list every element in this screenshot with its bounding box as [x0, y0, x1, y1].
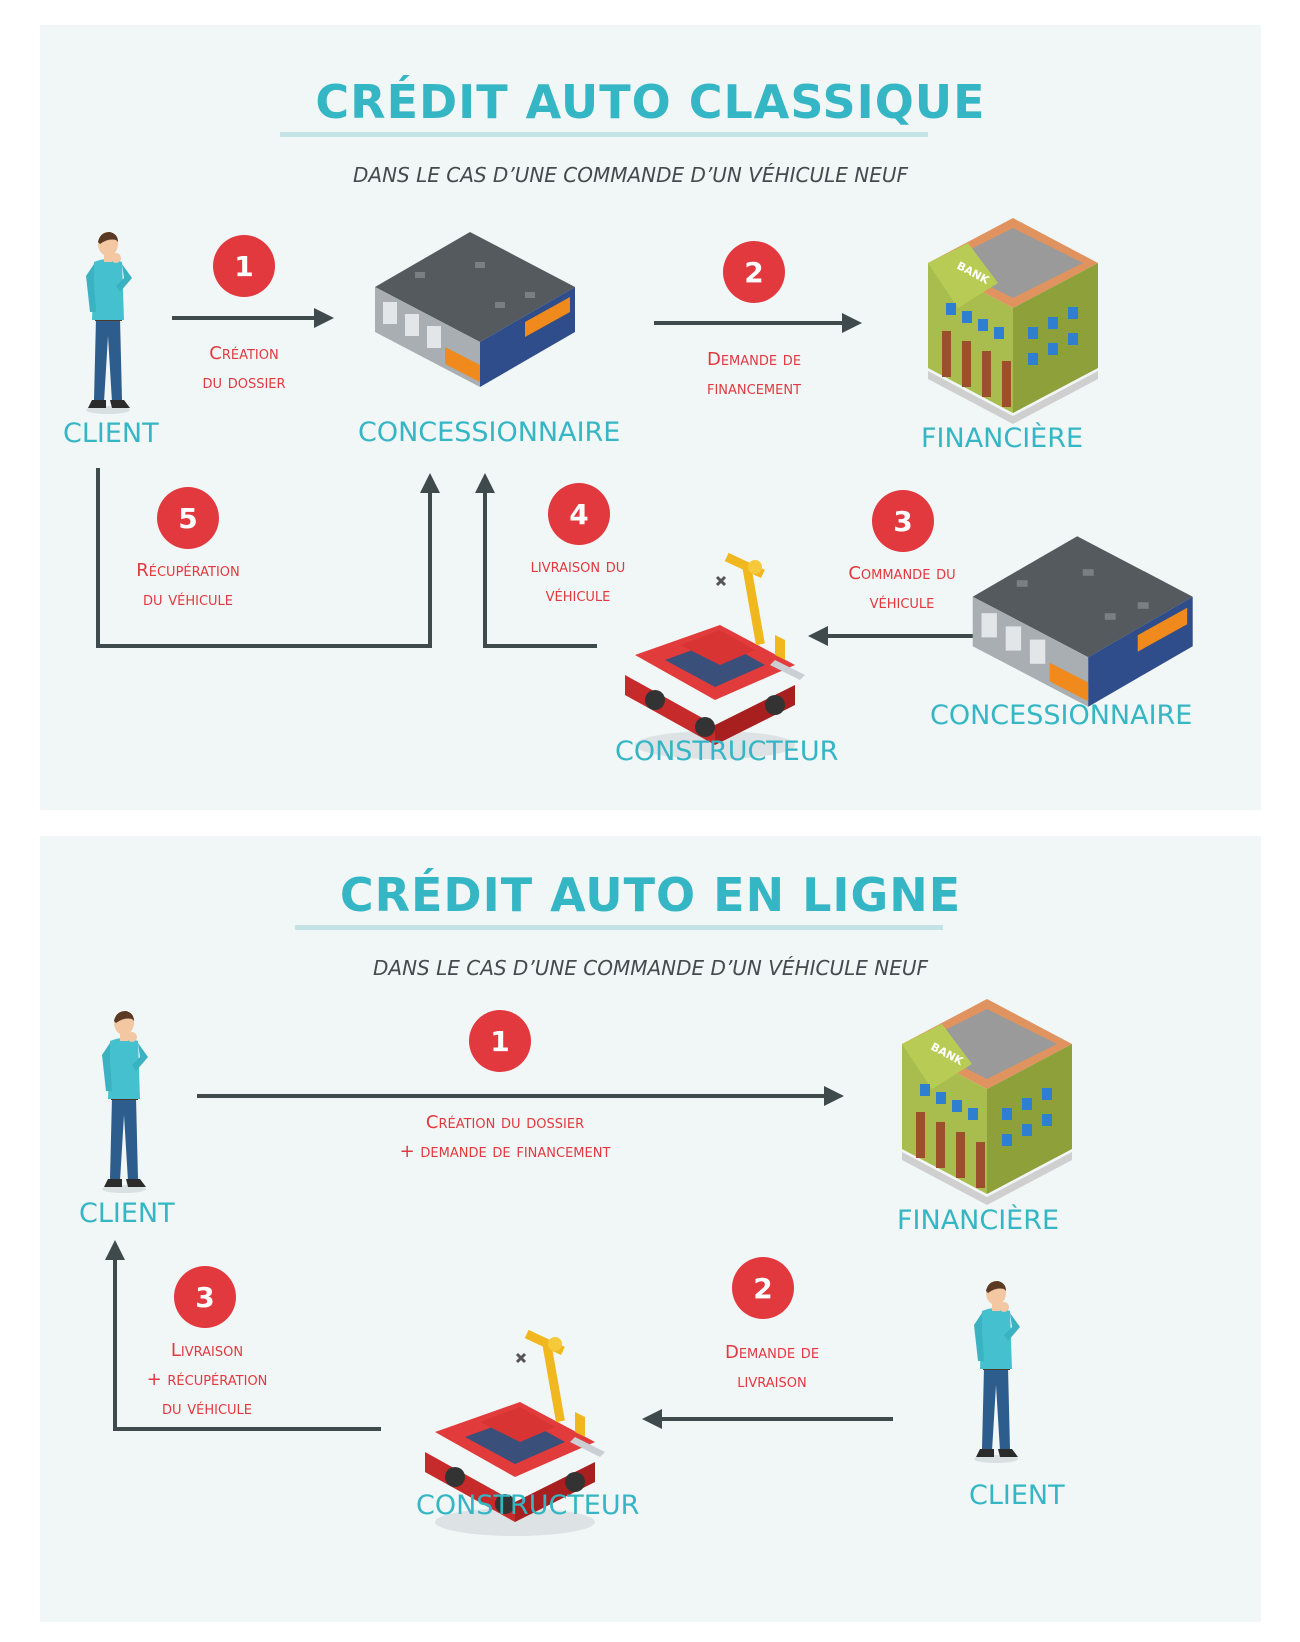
- step-badge-1: 1: [213, 235, 275, 297]
- bank-building: [928, 218, 1098, 424]
- actor-concessionnaire-2: CONCESSIONNAIRE: [930, 700, 1193, 731]
- actor-client: CLIENT: [63, 418, 159, 449]
- step-badge-1: 1: [469, 1010, 531, 1072]
- client-figure: [102, 1011, 148, 1193]
- actor-client: CLIENT: [79, 1198, 175, 1229]
- section-title: CRÉDIT AUTO EN LIGNE: [339, 868, 962, 922]
- step-label-3: Commande du véhicule: [848, 563, 956, 613]
- step-label-5: Récupération du véhicule: [136, 560, 240, 610]
- step-badge-4: 4: [548, 483, 610, 545]
- bank-building: [902, 999, 1072, 1205]
- title-divider: [295, 925, 943, 930]
- step-badge-2: 2: [723, 241, 785, 303]
- actor-financiere: FINANCIÈRE: [921, 423, 1084, 454]
- actor-client-2: CLIENT: [969, 1480, 1065, 1511]
- step-label-2: Demande de financement: [706, 349, 802, 399]
- section-subtitle: DANS LE CAS D’UNE COMMANDE D’UN VÉHICULE…: [353, 163, 908, 187]
- step-badge-2: 2: [732, 1257, 794, 1319]
- step-label-1: Création du dossier + demande de finance…: [399, 1112, 611, 1162]
- section-title: CRÉDIT AUTO CLASSIQUE: [315, 75, 986, 129]
- step-badge-3: 3: [174, 1266, 236, 1328]
- flow-arrows: [86, 218, 1193, 761]
- panel-credit-classique: CRÉDIT AUTO CLASSIQUE DANS LE CAS D’UNE …: [40, 25, 1261, 810]
- panel-credit-en-ligne: CRÉDIT AUTO EN LIGNE DANS LE CAS D’UNE C…: [40, 836, 1261, 1622]
- step-label-3: Livraison + récupération du véhicule: [146, 1340, 268, 1419]
- actor-constructeur: CONSTRUCTEUR: [615, 736, 839, 767]
- arrow-step-4: [475, 473, 597, 648]
- arrow-step-5: [96, 468, 440, 648]
- section-subtitle: DANS LE CAS D’UNE COMMANDE D’UN VÉHICULE…: [373, 956, 928, 980]
- client-figure: [86, 232, 132, 414]
- actor-financiere: FINANCIÈRE: [897, 1205, 1060, 1236]
- step-badge-5: 5: [157, 487, 219, 549]
- step-badge-3: 3: [872, 490, 934, 552]
- actor-concessionnaire: CONCESSIONNAIRE: [358, 417, 621, 448]
- title-divider: [280, 132, 928, 137]
- step-label-4: livraison du véhicule: [530, 556, 626, 606]
- flow-arrows: [102, 999, 1072, 1538]
- step-label-2: Demande de livraison: [724, 1342, 820, 1392]
- dealer-building: [375, 232, 575, 387]
- client-figure-2: [974, 1281, 1020, 1463]
- step-label-1: Création du dossier: [202, 343, 286, 393]
- arrow-step-3: [105, 1240, 381, 1431]
- actor-constructeur: CONSTRUCTEUR: [416, 1490, 640, 1521]
